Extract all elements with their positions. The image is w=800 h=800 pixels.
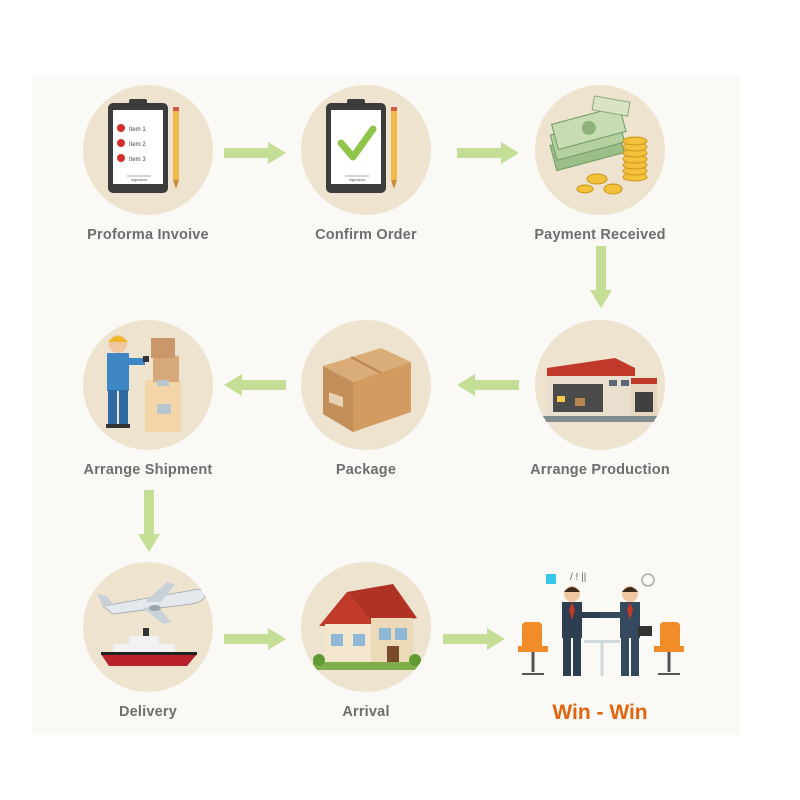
invoice-checklist-icon: Item 1 Item 2 Item 3 signature bbox=[83, 85, 213, 215]
signature-label: signature bbox=[349, 177, 366, 182]
final-label: Win - Win bbox=[552, 701, 648, 724]
signature-label: signature bbox=[131, 177, 148, 182]
step-arrange-shipment: Arrange Shipment bbox=[48, 320, 248, 478]
arrow-down-icon bbox=[138, 490, 160, 552]
arrow-left-icon bbox=[457, 374, 519, 396]
step-arrival: Arrival bbox=[266, 562, 466, 720]
worker-boxes-icon bbox=[83, 320, 213, 450]
arrow-down-icon bbox=[590, 246, 612, 308]
factory-icon bbox=[535, 320, 665, 450]
step-label: Delivery bbox=[118, 704, 178, 720]
arrow-right-icon bbox=[224, 628, 286, 650]
arrow-left-icon bbox=[224, 374, 286, 396]
step-label: Arrange Production bbox=[530, 462, 670, 478]
arrow-right-icon bbox=[224, 142, 286, 164]
invoice-item: Item 2 bbox=[129, 142, 146, 148]
confirm-checkmark-icon: signature bbox=[301, 85, 431, 215]
invoice-item: Item 1 bbox=[129, 127, 146, 133]
svg-text:/ ! ||: / ! || bbox=[570, 572, 586, 583]
plane-ship-icon bbox=[83, 562, 213, 692]
handshake-icon: / ! || bbox=[518, 572, 684, 676]
step-proforma-invoice: Item 1 Item 2 Item 3 signature Proforma … bbox=[48, 85, 248, 243]
step-confirm-order: signature Confirm Order bbox=[266, 85, 466, 243]
final-win-win: / ! || Win - Win bbox=[500, 560, 700, 725]
step-label: Package bbox=[335, 462, 397, 478]
step-arrange-production: Arrange Production bbox=[500, 320, 700, 478]
money-coins-icon bbox=[535, 85, 665, 215]
step-delivery: Delivery bbox=[48, 562, 248, 720]
arrow-right-icon bbox=[457, 142, 519, 164]
step-label: Confirm Order bbox=[315, 227, 417, 243]
step-payment-received: Payment Received bbox=[500, 85, 700, 243]
arrow-right-icon bbox=[443, 628, 505, 650]
step-label: Proforma Invoive bbox=[87, 227, 209, 243]
step-label: Arrival bbox=[342, 704, 390, 720]
step-label: Arrange Shipment bbox=[83, 462, 213, 478]
house-icon bbox=[301, 562, 431, 692]
step-label: Payment Received bbox=[534, 227, 666, 243]
step-package: Package bbox=[266, 320, 466, 478]
cardboard-box-icon bbox=[301, 320, 431, 450]
invoice-item: Item 3 bbox=[129, 157, 146, 163]
